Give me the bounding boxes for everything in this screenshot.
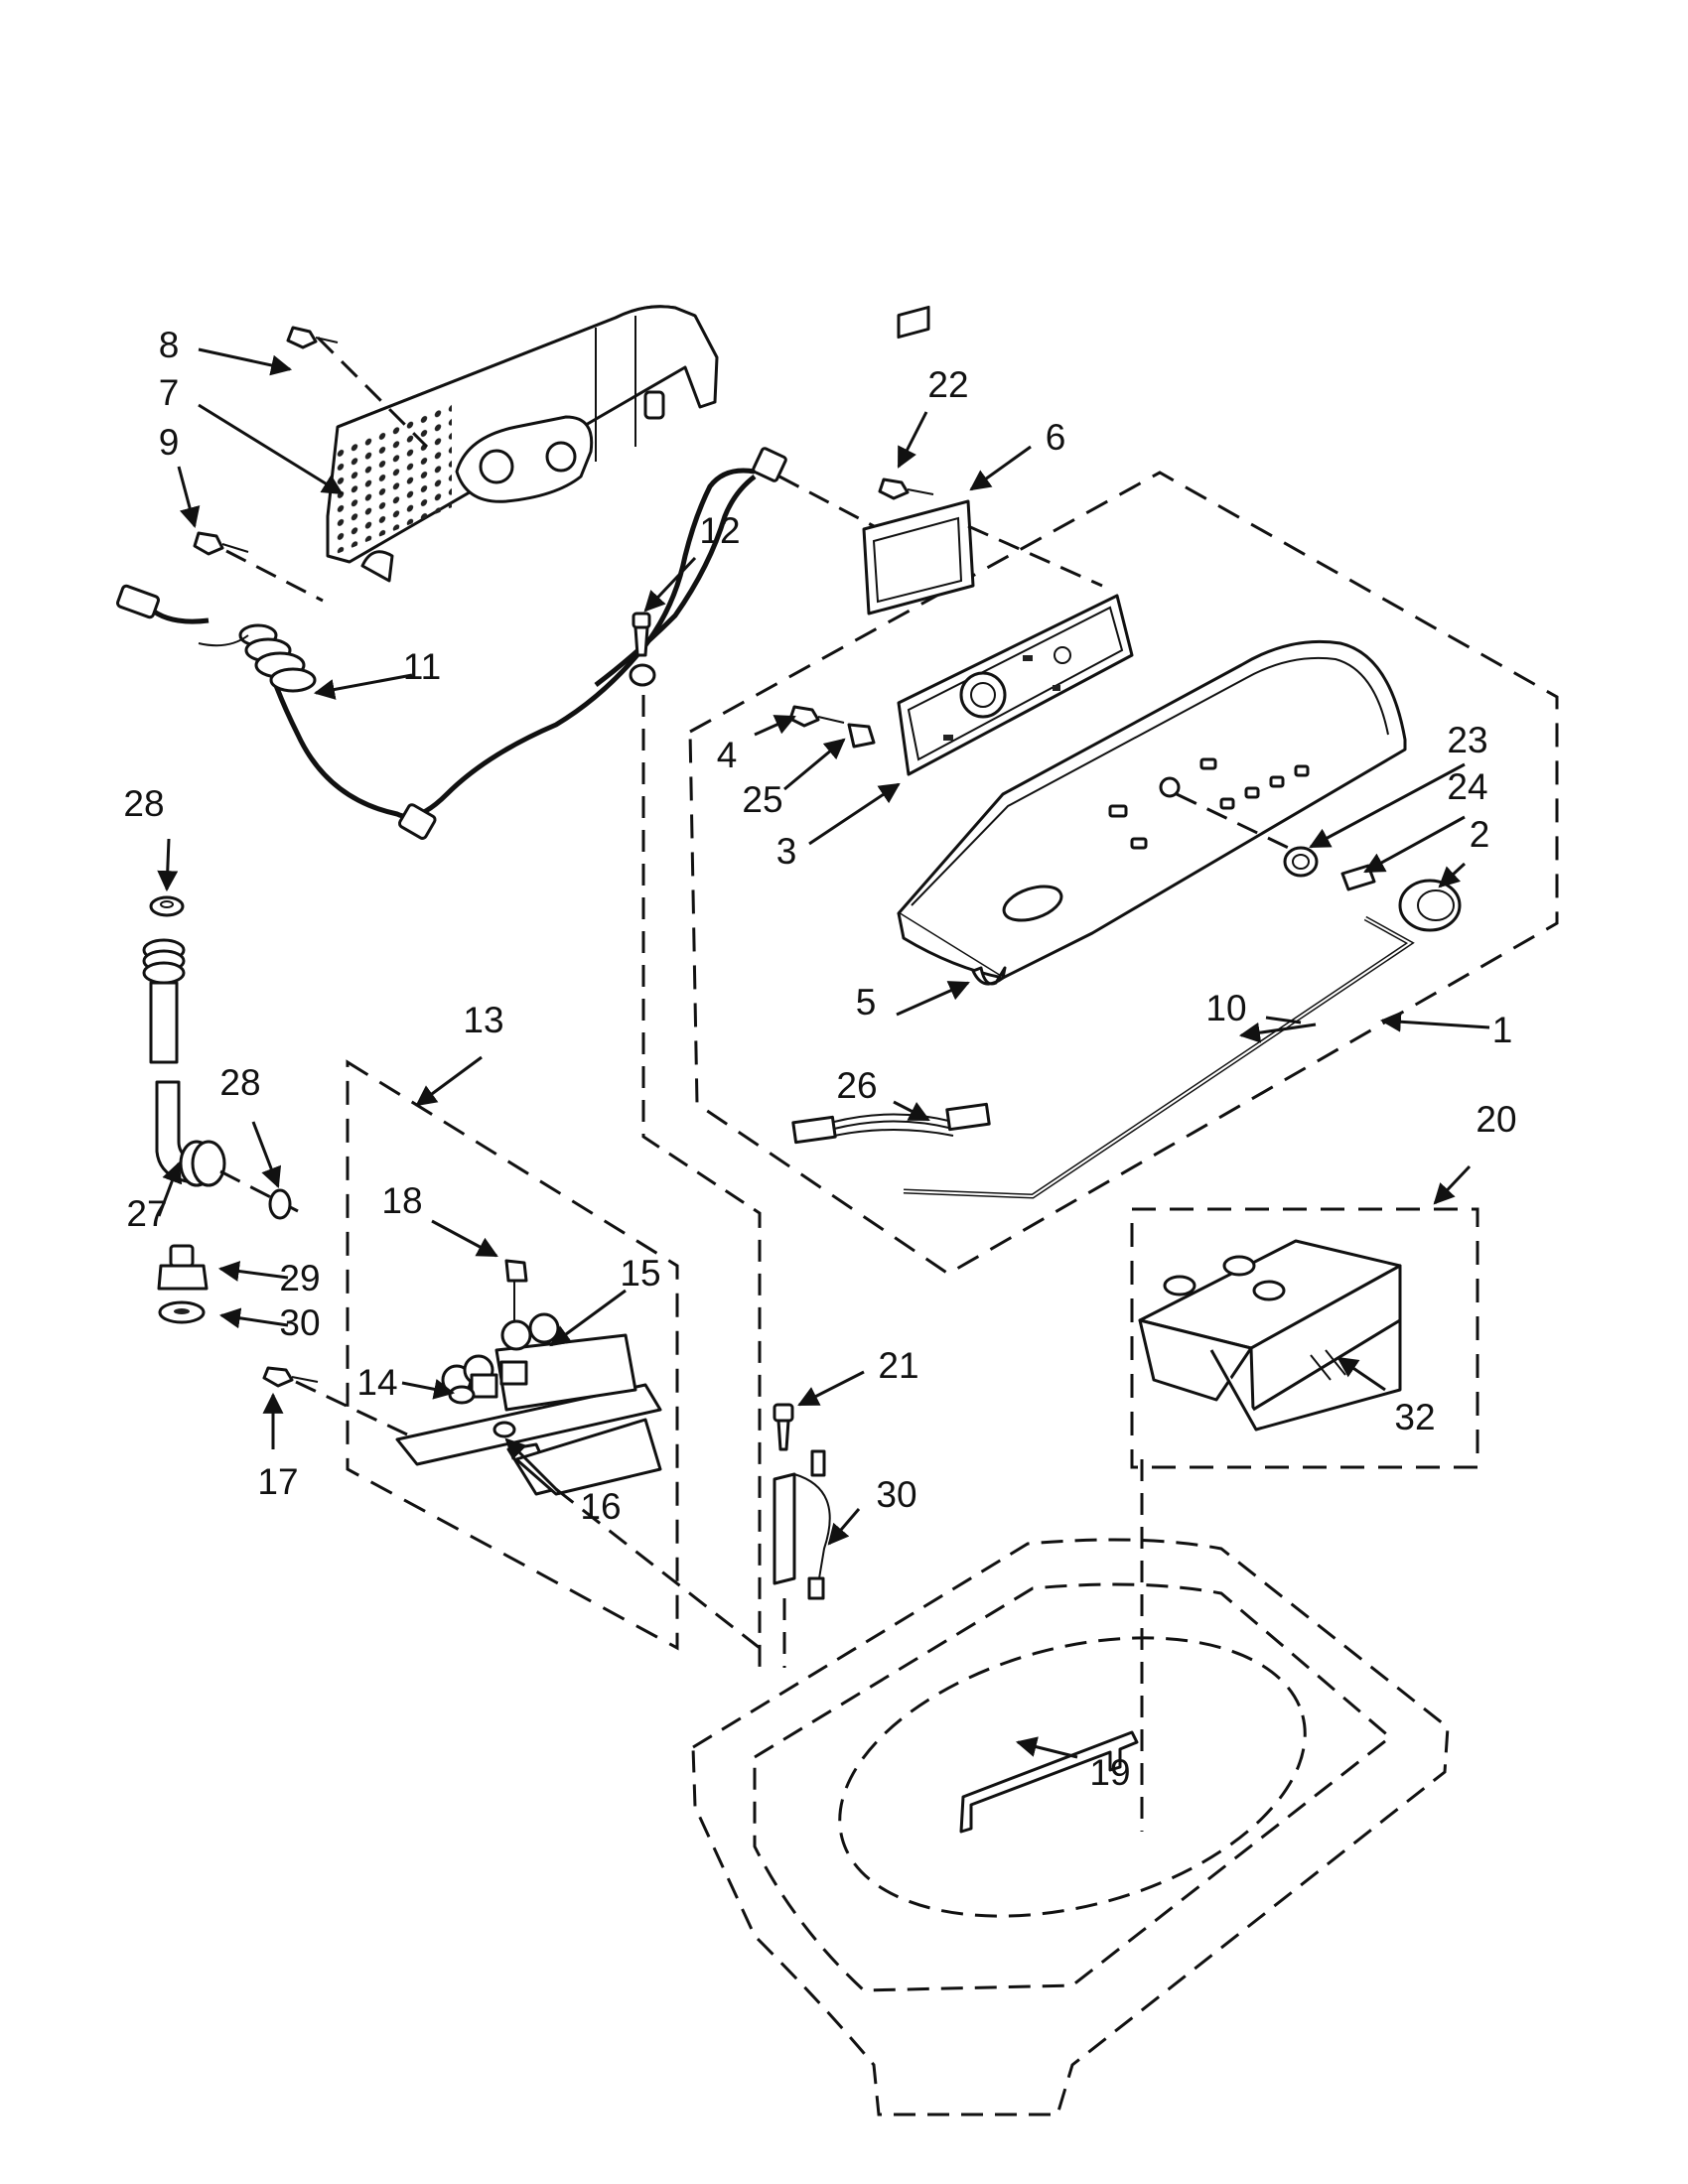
control-board-housing-part-6 [862, 305, 975, 615]
callout-13: 13 [463, 1000, 503, 1040]
callout-28-top: 28 [123, 783, 164, 824]
power-cord-harness-part-11 [116, 447, 787, 840]
callout-17: 17 [257, 1461, 298, 1502]
callout-20: 20 [1476, 1099, 1516, 1140]
callout-5: 5 [856, 982, 877, 1023]
callout-15: 15 [620, 1253, 660, 1294]
screw-9-guide-line [225, 549, 324, 603]
bushing-part-23 [1283, 846, 1319, 878]
water-valve-part-15 [395, 1312, 662, 1496]
callout-29: 29 [279, 1258, 320, 1298]
nut-part-28-top [149, 895, 185, 917]
callout-3: 3 [776, 831, 797, 872]
callout-14: 14 [356, 1362, 397, 1403]
callout-23: 23 [1447, 720, 1487, 760]
console-assembly-boundary [688, 471, 1559, 1276]
leader-lines [157, 347, 1490, 1759]
screw-part-21 [773, 1403, 794, 1451]
callout-32: 32 [1394, 1397, 1435, 1437]
knob-shaft-part-25 [847, 723, 876, 749]
screw-part-16 [492, 1421, 516, 1438]
valve-guide-line [555, 1487, 761, 1650]
rear-panel-part-7 [326, 305, 719, 583]
callout-30: 30 [279, 1302, 320, 1343]
ground-screw-guide-line [641, 695, 762, 1668]
screw-8-guide-line [316, 336, 429, 449]
hose-part-27 [142, 938, 226, 1187]
water-valve-boundary [346, 1059, 679, 1651]
callout-9: 9 [159, 422, 180, 463]
callout-22: 22 [927, 364, 968, 405]
callout-26: 26 [836, 1065, 877, 1106]
callout-10: 10 [1205, 988, 1246, 1028]
screw-part-17 [262, 1366, 319, 1388]
callout-6: 6 [1046, 417, 1066, 458]
callout-2: 2 [1470, 814, 1490, 855]
callout-16: 16 [580, 1486, 621, 1527]
callout-31: 30 [876, 1474, 916, 1515]
callout-18: 18 [381, 1180, 422, 1221]
callout-28-lower: 28 [219, 1062, 260, 1103]
callout-24: 24 [1447, 766, 1487, 807]
callout-7: 7 [159, 372, 180, 413]
wire-harness-part-26 [791, 1102, 991, 1145]
screw-part-4 [788, 705, 845, 728]
clamp-part-14 [448, 1385, 476, 1405]
screw-part-8 [286, 326, 339, 349]
console-housing [897, 639, 1407, 980]
board-guide-line-top [778, 475, 875, 528]
board-guide-line-right [967, 524, 1103, 588]
filter-part-29 [157, 1244, 209, 1291]
user-interface-board-part-3 [897, 594, 1134, 776]
screw-part-18 [504, 1259, 528, 1320]
screw-part-9 [193, 531, 249, 556]
callout-19: 19 [1089, 1752, 1130, 1793]
dispenser-boundary [1130, 1207, 1479, 1469]
clip-part-5 [971, 966, 1007, 986]
callout-12: 12 [699, 510, 740, 551]
washer-part-28-lower [268, 1188, 292, 1220]
console-gasket-part-10 [903, 915, 1415, 1199]
screw-17-guide-line [295, 1380, 408, 1436]
knob-part-2 [1398, 879, 1462, 932]
callout-8: 8 [159, 325, 180, 365]
callout-11: 11 [403, 646, 441, 687]
ground-screw-part-12 [629, 612, 656, 687]
sensor-bracket-part-31 [773, 1449, 831, 1600]
knob-guide-line [1176, 792, 1302, 856]
callout-1: 1 [1492, 1010, 1513, 1050]
callout-4: 4 [717, 735, 738, 775]
screw-part-22 [878, 478, 934, 500]
dispenser-drawer-part-32 [1138, 1239, 1402, 1432]
callout-25: 25 [742, 779, 782, 820]
callout-27: 27 [126, 1193, 167, 1234]
washer-part-30 [158, 1300, 206, 1324]
washer-top-outline [691, 1459, 1450, 2116]
callout-21: 21 [878, 1345, 918, 1386]
